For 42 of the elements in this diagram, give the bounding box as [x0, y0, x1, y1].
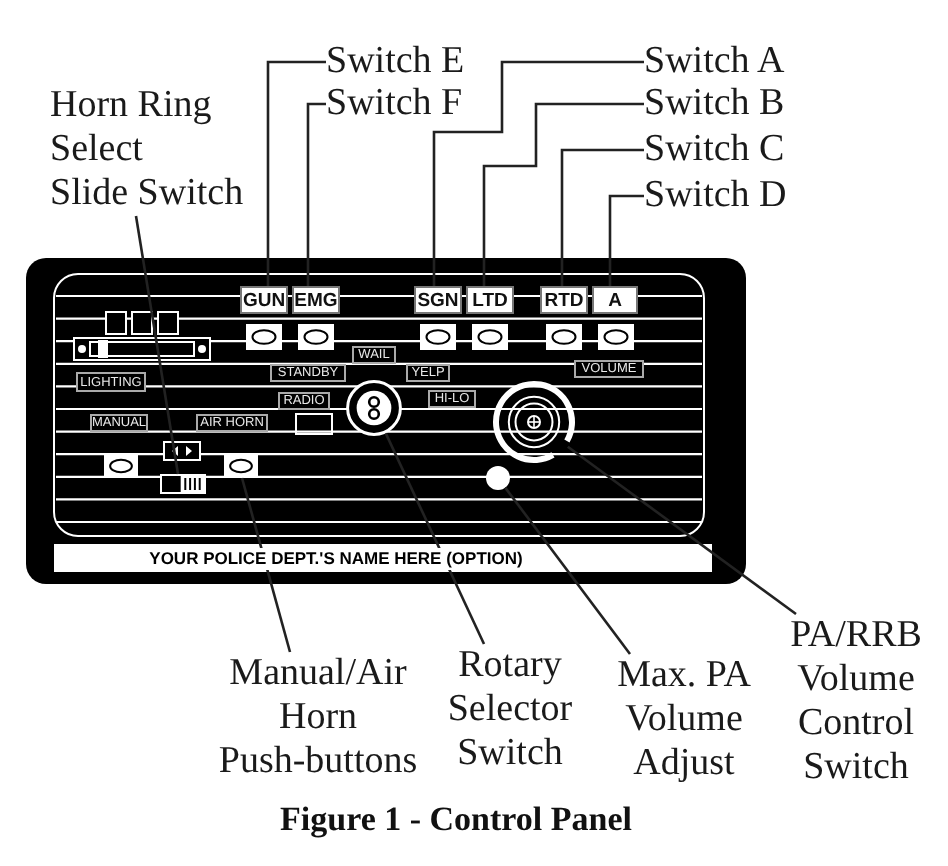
- leader-line: [134, 215, 180, 475]
- callout-label: Switch E: [326, 40, 465, 84]
- push-button: [104, 454, 138, 478]
- callout-label: Switch A: [644, 40, 785, 84]
- leader-line: [384, 432, 486, 645]
- leader-line: [482, 102, 644, 286]
- switch-label: GUN: [240, 286, 288, 314]
- push-button: [246, 324, 282, 350]
- push-button: [224, 454, 258, 478]
- switch-label: A: [592, 286, 638, 314]
- leader-line: [240, 477, 292, 653]
- switch-label: EMG: [292, 286, 340, 314]
- push-button: [298, 324, 334, 350]
- push-button: [546, 324, 582, 350]
- leader-line: [567, 445, 797, 616]
- leader-line: [432, 60, 644, 286]
- leader-line: [306, 102, 326, 286]
- callout-label: Horn Ring Select Slide Switch: [50, 84, 244, 216]
- callout-label: Switch C: [644, 128, 785, 172]
- callout-label: Switch B: [644, 82, 785, 126]
- leader-line: [504, 486, 632, 655]
- leader-line: [560, 148, 644, 286]
- callout-label: Max. PA Volume Adjust: [617, 654, 751, 786]
- callout-label: Manual/Air Horn Push-buttons: [218, 652, 418, 784]
- switch-label: RTD: [540, 286, 588, 314]
- adjuster-dot: [486, 466, 510, 490]
- switch-label: SGN: [414, 286, 462, 314]
- push-button: [420, 324, 456, 350]
- callout-label: Switch D: [644, 174, 787, 218]
- leader-line: [608, 194, 644, 286]
- callout-label: Switch F: [326, 82, 463, 126]
- callout-label: Rotary Selector Switch: [447, 644, 573, 776]
- push-button: [598, 324, 634, 350]
- slide-switch: [160, 474, 206, 494]
- switch-label: LTD: [466, 286, 514, 314]
- leader-line: [266, 60, 326, 286]
- figure-caption: Figure 1 - Control Panel: [280, 800, 632, 840]
- rotary-knob: [346, 380, 402, 436]
- name-strip-text: YOUR POLICE DEPT.'S NAME HERE (OPTION): [149, 548, 523, 570]
- push-button: [472, 324, 508, 350]
- callout-label: PA/RRB Volume Control Switch: [790, 614, 922, 790]
- rotary-knob: [492, 380, 576, 464]
